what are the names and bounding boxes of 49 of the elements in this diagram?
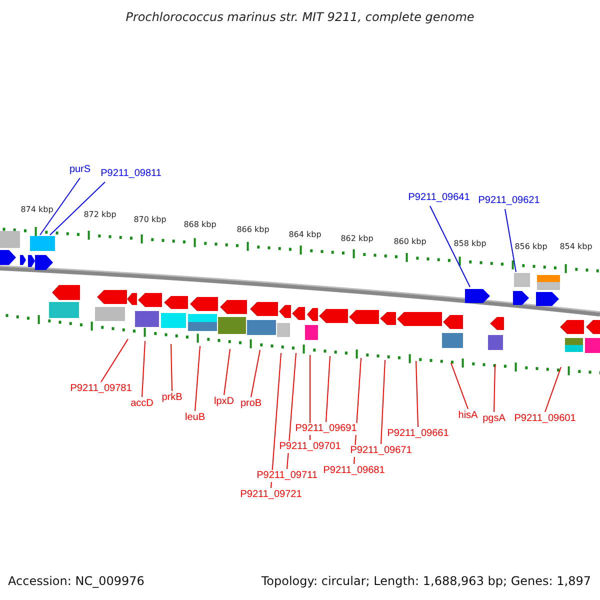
- gene-label: P9211_09691: [295, 423, 357, 435]
- scale-label: 858 kbp: [454, 239, 486, 248]
- gene-label: P9211_09681: [323, 465, 385, 477]
- leader-line: [504, 208, 516, 272]
- leader-line: [286, 352, 296, 470]
- gene-label: P9211_09721: [240, 489, 302, 501]
- gene-label: lpxD: [214, 396, 234, 408]
- diagram-title: Prochlorococcus marinus str. MIT 9211, complete genome: [126, 11, 474, 23]
- leader-line: [416, 360, 418, 428]
- leader-line: [380, 360, 386, 444]
- genome-summary: Topology: circular; Length: 1,688,963 bp; Genes: 1,897: [261, 575, 591, 587]
- gene-label: P9211_09601: [514, 413, 576, 425]
- leader-line: [50, 182, 106, 236]
- leader-line: [142, 340, 146, 398]
- scale-label: 864 kbp: [288, 230, 322, 239]
- leader-line: [250, 350, 260, 398]
- gene-label: P9211_09621: [478, 195, 540, 207]
- scale-label: 856 kbp: [514, 242, 548, 251]
- leader-line: [100, 338, 128, 382]
- gene-label: P9211_09811: [100, 168, 162, 180]
- gene-label: P9211_09661: [387, 428, 449, 440]
- leader-line: [194, 346, 200, 412]
- leader-line: [270, 352, 282, 488]
- leader-line: [40, 178, 80, 236]
- leader-line: [494, 364, 496, 412]
- scale-label: 854 kbp: [560, 242, 592, 251]
- gene-label: P9211_09711: [256, 470, 318, 482]
- gene-label: purS: [69, 164, 91, 176]
- gene-label: prkB: [162, 392, 182, 404]
- gene-label: pgsA: [482, 413, 506, 425]
- gene-label: P9211_09701: [279, 441, 341, 453]
- scale-label: 866 kbp: [236, 225, 270, 234]
- scale-label: 870 kbp: [134, 215, 166, 224]
- leader-line: [544, 366, 562, 412]
- scale-label: 862 kbp: [340, 234, 374, 243]
- scale-label: 872 kbp: [84, 210, 116, 219]
- gene-label: proB: [240, 398, 262, 410]
- leader-line: [430, 206, 470, 288]
- scale-label: 874 kbp: [20, 205, 54, 214]
- leader-line: [450, 362, 468, 410]
- accession-label: Accession: NC_009976: [8, 575, 144, 587]
- leader-line: [326, 356, 330, 422]
- scale-label: 860 kbp: [394, 237, 426, 246]
- gene-label: P9211_09641: [408, 192, 470, 204]
- gene-label: P9211_09781: [70, 383, 132, 395]
- scale-label: 868 kbp: [184, 220, 216, 229]
- leader-line: [170, 344, 172, 392]
- leader-line: [224, 348, 230, 396]
- gene-label: P9211_09671: [350, 445, 412, 457]
